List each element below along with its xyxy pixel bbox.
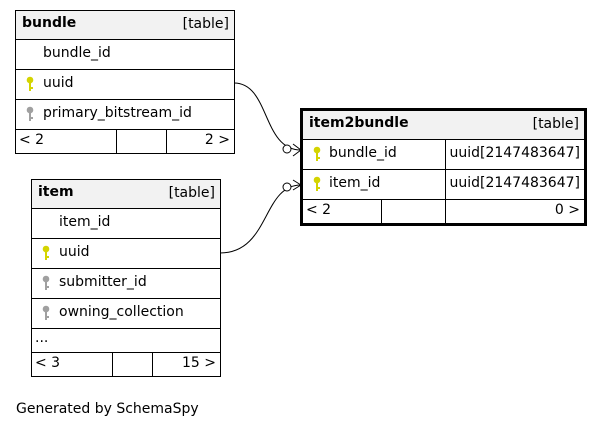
table-item[interactable]: item [table] item_id uuid submitter_id o… [31, 179, 221, 377]
foreign-key-icon [42, 305, 50, 320]
children-count[interactable]: 2 > [204, 132, 230, 148]
edge-bundle-optional-marker [282, 144, 292, 154]
edge-item-uuid-to-item2bundle-item-id [219, 184, 302, 254]
primary-key-icon [313, 146, 321, 161]
foreign-key-icon [42, 275, 50, 290]
table-item2bundle-header[interactable]: item2bundle [table] [303, 111, 584, 140]
table-bundle-footer: < 2 2 > [16, 130, 234, 153]
column-name: owning_collection [59, 304, 184, 320]
edge-bundle-crowfoot [292, 143, 302, 157]
more-columns: ... [32, 329, 220, 353]
footer-divider [166, 130, 167, 153]
column-row[interactable]: uuid [16, 70, 234, 100]
table-item-header[interactable]: item [table] [32, 180, 220, 209]
column-name: bundle_id [43, 45, 111, 61]
table-item2bundle-kind: [table] [532, 116, 579, 132]
children-count[interactable]: 0 > [554, 202, 580, 218]
footer-divider [152, 353, 153, 376]
table-bundle-header[interactable]: bundle [table] [16, 11, 234, 40]
primary-key-icon [313, 176, 321, 191]
footer-divider [116, 130, 117, 153]
column-row[interactable]: owning_collection [32, 299, 220, 329]
column-name: uuid [43, 75, 74, 91]
table-item2bundle[interactable]: item2bundle [table] bundle_id uuid[21474… [300, 108, 587, 226]
column-row[interactable]: item_id uuid[2147483647] [303, 170, 584, 200]
column-divider [445, 170, 446, 199]
column-name: uuid [59, 244, 90, 260]
table-item-name: item [38, 184, 74, 200]
footer-divider [112, 353, 113, 376]
table-item-kind: [table] [168, 185, 215, 201]
footer-divider [445, 200, 446, 223]
column-name: primary_bitstream_id [43, 105, 192, 121]
table-item2bundle-footer: < 2 0 > [303, 200, 584, 223]
column-row[interactable]: item_id [32, 209, 220, 239]
parents-count[interactable]: < 2 [19, 132, 45, 148]
table-item-footer: < 3 15 > [32, 353, 220, 376]
column-row[interactable]: uuid [32, 239, 220, 269]
column-type: uuid[2147483647] [449, 145, 580, 161]
parents-count[interactable]: < 3 [35, 355, 61, 371]
edge-item-crowfoot [292, 179, 302, 191]
column-type: uuid[2147483647] [449, 175, 580, 191]
column-divider [445, 140, 446, 169]
children-count[interactable]: 15 > [182, 355, 216, 371]
primary-key-icon [42, 245, 50, 260]
column-name: bundle_id [329, 145, 397, 161]
table-bundle-name: bundle [22, 15, 77, 31]
parents-count[interactable]: < 2 [306, 202, 332, 218]
column-name: submitter_id [59, 274, 147, 290]
ellipsis: ... [35, 330, 49, 346]
edge-item-optional-marker [282, 182, 292, 192]
column-row[interactable]: primary_bitstream_id [16, 100, 234, 130]
generator-credit: Generated by SchemaSpy [16, 401, 199, 417]
column-row[interactable]: submitter_id [32, 269, 220, 299]
column-name: item_id [329, 175, 381, 191]
primary-key-icon [26, 76, 34, 91]
footer-divider [381, 200, 382, 223]
column-row[interactable]: bundle_id [16, 40, 234, 70]
column-row[interactable]: bundle_id uuid[2147483647] [303, 140, 584, 170]
column-name: item_id [59, 214, 111, 230]
table-item2bundle-name: item2bundle [309, 115, 409, 131]
table-bundle-kind: [table] [182, 16, 229, 32]
edge-bundle-uuid-to-item2bundle-bundle-id [233, 82, 302, 151]
foreign-key-icon [26, 106, 34, 121]
table-bundle[interactable]: bundle [table] bundle_id uuid primary_bi… [15, 10, 235, 154]
